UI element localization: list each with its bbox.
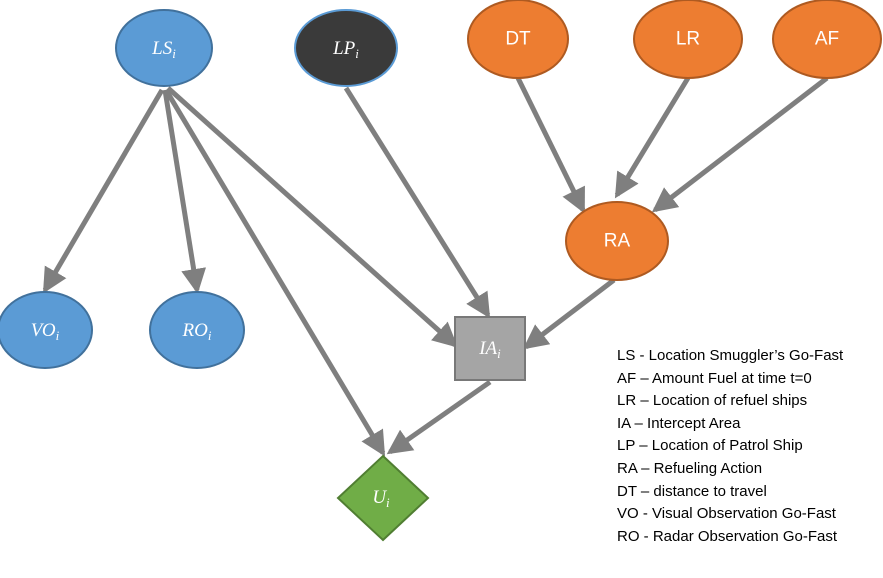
edge-ls-to-vo [42, 88, 165, 294]
node-lr-label: LR [676, 29, 700, 50]
node-ia-shape [454, 316, 526, 381]
node-lp-shape [294, 9, 398, 87]
node-ro-shape [149, 291, 245, 369]
legend-item-ia: IA – Intercept Area [617, 414, 741, 432]
node-ia-label: IAi [478, 338, 501, 361]
node-ls-label: LSi [151, 38, 176, 61]
legend-item-vo: VO - Visual Observation Go-Fast [617, 505, 836, 523]
node-u[interactable]: Ui [336, 454, 430, 542]
legend-item-lr: LR – Location of refuel ships [617, 392, 808, 410]
node-dt-label: DT [505, 29, 531, 50]
node-lr[interactable]: LR [633, 0, 743, 79]
edge-ls-to-ia [166, 86, 458, 348]
node-ls-shape [115, 9, 213, 87]
node-vo-shape [0, 291, 93, 369]
legend: LS - Location Smuggler’s Go-Fast AF – Am… [617, 345, 843, 548]
edge-ls-to-ro [162, 89, 207, 294]
edges [42, 76, 829, 457]
edge-ia-to-u [386, 379, 492, 455]
edge-ra-to-ia [522, 278, 616, 350]
node-af-shape [772, 0, 882, 79]
legend-item-af: AF – Amount Fuel at time t=0 [617, 369, 812, 387]
node-ro-label: ROi [182, 320, 212, 343]
legend-item-lp: LP – Location of Patrol Ship [617, 437, 803, 455]
legend-item-ra: RA – Refueling Action [617, 459, 763, 477]
edge-dt-to-ra [515, 76, 586, 214]
edge-lr-to-ra [614, 76, 691, 199]
legend-item-ro: RO - Radar Observation Go-Fast [617, 527, 838, 545]
node-ra[interactable]: RA [565, 201, 669, 281]
edge-af-to-ra [651, 76, 829, 213]
node-ia[interactable]: IAi [454, 316, 526, 381]
node-dt-shape [467, 0, 569, 79]
node-ra-shape [565, 201, 669, 281]
node-ls[interactable]: LSi [115, 9, 213, 87]
edge-ls-to-u [163, 88, 386, 457]
legend-item-ls: LS - Location Smuggler’s Go-Fast [617, 347, 844, 364]
node-u-shape [336, 454, 430, 542]
node-af-label: AF [815, 29, 839, 50]
node-lp[interactable]: LPi [294, 9, 398, 87]
nodes: LSi LPi DT LR AF RA VOi [0, 0, 882, 542]
node-u-label: Ui [372, 487, 390, 510]
legend-item-dt: DT – distance to travel [617, 482, 767, 500]
node-vo-label: VOi [31, 320, 60, 343]
node-ra-label: RA [604, 231, 631, 252]
edge-lp-to-ia [343, 86, 491, 319]
node-lp-label: LPi [332, 38, 359, 61]
node-af[interactable]: AF [772, 0, 882, 79]
node-vo[interactable]: VOi [0, 291, 93, 369]
node-lr-shape [633, 0, 743, 79]
node-ro[interactable]: ROi [149, 291, 245, 369]
node-dt[interactable]: DT [467, 0, 569, 79]
